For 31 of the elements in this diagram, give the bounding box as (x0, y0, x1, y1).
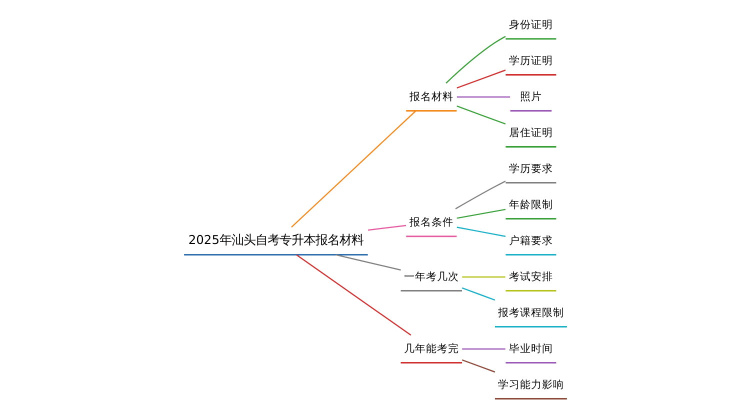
node-text: 毕业时间 (508, 342, 552, 355)
node-text: 身份证明 (508, 18, 552, 31)
node-text: 学历要求 (508, 162, 552, 175)
node-text: 照片 (519, 90, 542, 103)
node-text: 户籍要求 (508, 234, 552, 247)
node-text: 报名条件 (408, 215, 453, 228)
node-text: 学历证明 (508, 54, 552, 67)
connector (456, 70, 506, 89)
connector (454, 180, 506, 210)
connector (456, 208, 506, 219)
connector (461, 287, 495, 301)
connector (367, 224, 406, 231)
node-text: 一年考几次 (403, 270, 458, 283)
node-text: 考试安排 (508, 270, 552, 283)
node-text: 年龄限制 (508, 198, 552, 211)
connector (456, 226, 506, 237)
node-text: 学习能力影响 (497, 378, 564, 391)
node-text: 报考课程限制 (497, 306, 564, 319)
connector (445, 36, 506, 84)
connector (462, 348, 505, 350)
connector (456, 96, 510, 98)
connector (296, 254, 411, 336)
node-text: 2025年汕头自考专升本报名材料 (188, 232, 364, 247)
node-text: 报名材料 (408, 90, 453, 103)
connector (456, 106, 506, 125)
connector (335, 254, 400, 271)
connector (462, 276, 505, 278)
node-text: 几年能考完 (403, 342, 458, 355)
connector (290, 110, 416, 228)
node-text: 居住证明 (508, 126, 552, 139)
connector (461, 359, 495, 373)
